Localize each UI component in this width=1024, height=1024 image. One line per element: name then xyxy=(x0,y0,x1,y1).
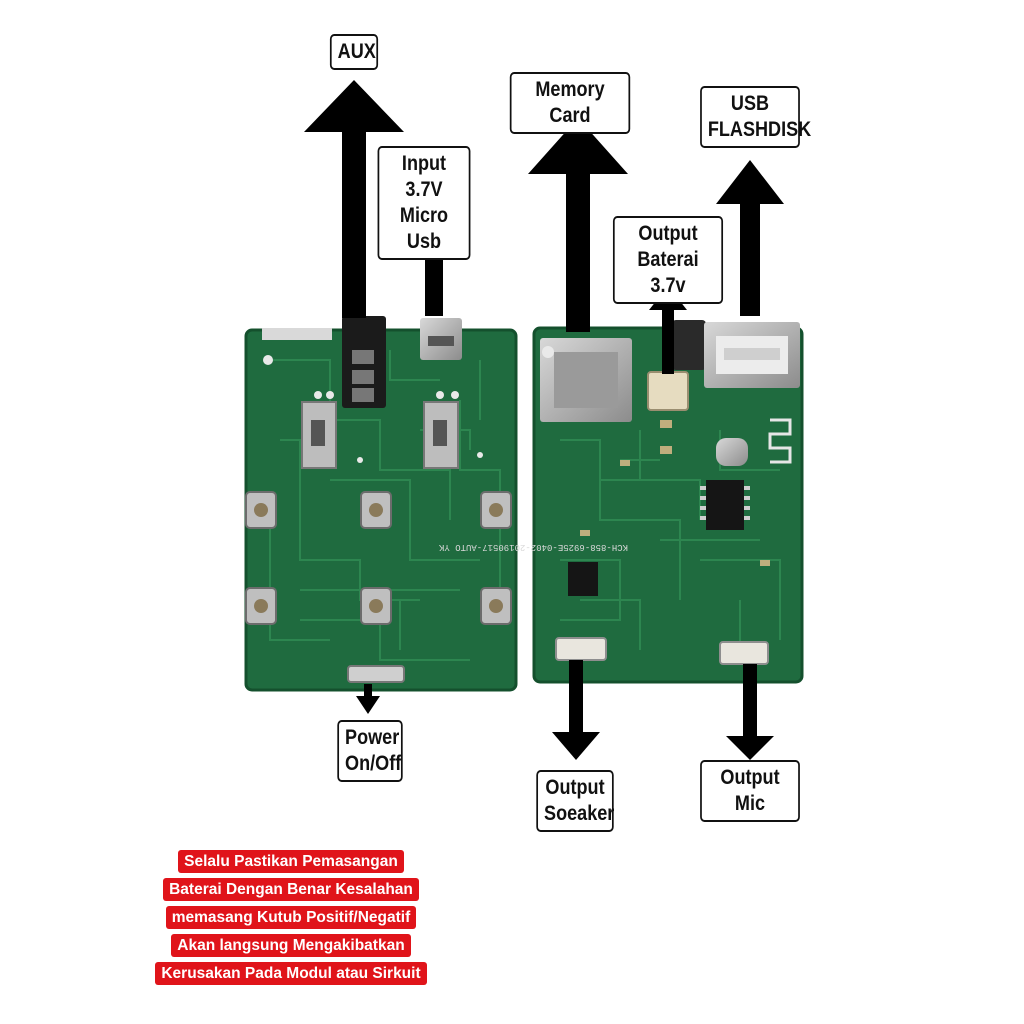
warning-line-5: Kerusakan Pada Modul atau Sirkuit xyxy=(155,962,427,985)
label-input-micro-usb: Input 3.7V Micro Usb xyxy=(377,146,471,260)
label-output-mic-text: Output Mic xyxy=(720,766,780,815)
arrow-mic xyxy=(726,664,774,760)
warning-line-2: Baterai Dengan Benar Kesalahan xyxy=(163,878,419,901)
label-usb-flashdisk: USB FLASHDISK xyxy=(700,86,812,148)
label-output-battery: Output Baterai 3.7v xyxy=(612,216,724,304)
arrow-memory-card xyxy=(528,118,628,332)
label-output-battery-line2: Baterai 3.7v xyxy=(637,248,699,297)
label-input-line1: Input 3.7V xyxy=(401,152,447,201)
arrow-speaker xyxy=(552,660,600,760)
warning-box: Selalu Pastikan Pemasangan Baterai Denga… xyxy=(150,850,432,990)
ic-chip-amp xyxy=(568,562,598,596)
label-usb-line2: FLASHDISK xyxy=(707,118,812,141)
label-power-line1: Power xyxy=(345,726,400,749)
label-power-line2: On/Off xyxy=(345,752,402,775)
speaker-connector xyxy=(555,637,607,661)
label-aux: AUX xyxy=(329,34,379,70)
bluetooth-antenna xyxy=(768,418,792,464)
label-output-mic: Output Mic xyxy=(700,760,800,822)
arrow-aux xyxy=(304,80,404,318)
left-pcb-board xyxy=(244,316,518,692)
pcb-silk-text: KCH-858-6925E-0402-20190517-AUTO YK xyxy=(438,542,628,552)
label-output-speaker: Output Soeaker xyxy=(536,770,615,832)
arrow-power xyxy=(356,684,380,714)
mic-connector xyxy=(719,641,769,665)
arrow-output-battery xyxy=(649,286,687,374)
power-switch xyxy=(347,665,405,683)
warning-line-4: Akan langsung Mengakibatkan xyxy=(171,934,411,957)
warning-line-3: memasang Kutub Positif/Negatif xyxy=(165,906,417,929)
ic-chip-main xyxy=(706,480,744,530)
label-input-line2: Micro Usb xyxy=(399,204,449,253)
battery-connector xyxy=(647,371,689,411)
right-pcb-board: KCH-858-6925E-0402-20190517-AUTO YK xyxy=(438,320,804,684)
label-memory-card: Memory Card xyxy=(509,72,631,134)
label-output-battery-line1: Output xyxy=(638,222,698,245)
tactile-buttons xyxy=(245,491,512,625)
label-speaker-line1: Output xyxy=(545,776,605,799)
label-power: Power On/Off xyxy=(337,720,403,782)
warning-line-1: Selalu Pastikan Pemasangan xyxy=(178,850,404,873)
arrow-usb-flashdisk xyxy=(716,160,784,316)
label-usb-line1: USB xyxy=(730,92,770,115)
label-memory-card-text: Memory Card xyxy=(535,78,605,127)
label-speaker-line2: Soeaker xyxy=(544,802,615,825)
label-aux-text: AUX xyxy=(337,40,376,63)
